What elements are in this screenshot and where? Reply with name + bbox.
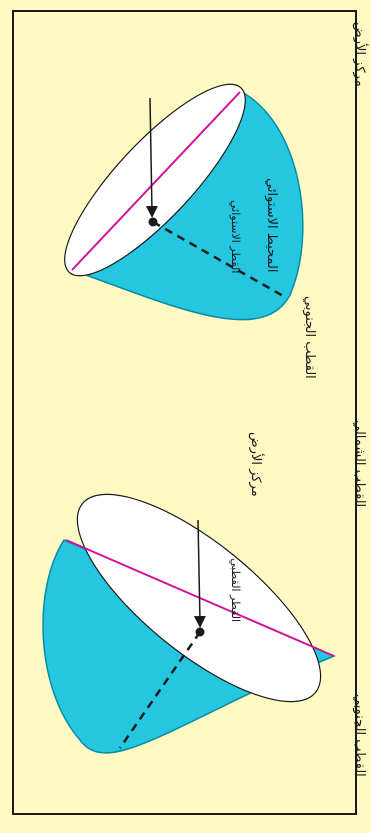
top-hemisphere bbox=[41, 62, 303, 320]
top-equatorial-diameter-label: القطر الاستوائي bbox=[229, 200, 242, 273]
top-equatorial-circumference-label: المحيط الاستوائي bbox=[264, 178, 279, 273]
bottom-polar-diameter-label: القطر القطبي bbox=[229, 558, 242, 622]
bottom-earth-center-label: مركز الأرض bbox=[248, 432, 265, 497]
bottom-hemisphere bbox=[43, 461, 350, 753]
top-earth-center-label: مركز الأرض bbox=[352, 22, 369, 87]
bottom-earth-center-dot bbox=[196, 628, 205, 637]
top-earth-center-dot bbox=[149, 218, 158, 227]
top-south-pole-label: القطب الجنوبي bbox=[302, 296, 317, 379]
bottom-north-pole-label: القطب الشمالي bbox=[352, 420, 367, 507]
bottom-south-pole-label: القطب الجنوبي bbox=[352, 694, 367, 777]
